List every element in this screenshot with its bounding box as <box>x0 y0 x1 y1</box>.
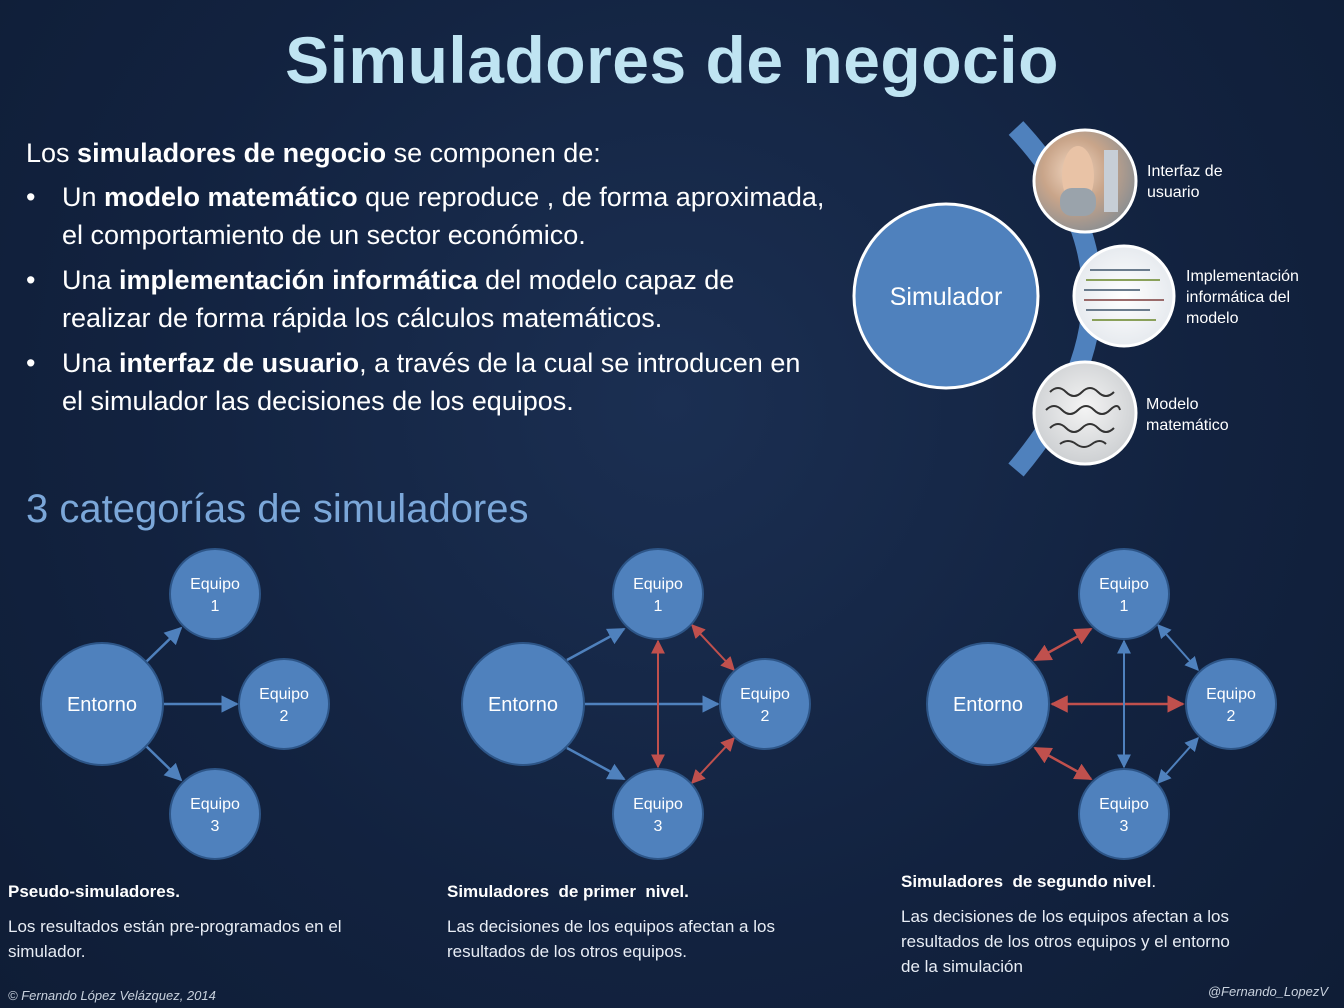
entorno-node <box>926 642 1050 766</box>
arrow-entorno-equipo3 <box>566 746 626 781</box>
twitter-handle: @Fernando_LopezV <box>1207 984 1328 999</box>
simulator-node-label: Simulador <box>890 283 1003 311</box>
arrow-equipo1-equipo2 <box>1157 623 1199 672</box>
page-title: Simuladores de negocio <box>285 23 1059 97</box>
component-label-modelo: Modelo matemático <box>1146 396 1229 434</box>
category2-title: Simuladores de primer nivel. <box>447 882 689 901</box>
equipo2-node <box>1185 658 1277 750</box>
component-label-interfaz: Interfaz de usuario <box>1147 163 1227 201</box>
equipo1-node <box>169 548 261 640</box>
component-label-implementacion: Implementación informática del modelo <box>1186 268 1303 327</box>
arrow-equipo3-equipo2 <box>691 736 735 785</box>
equipo2-node <box>719 658 811 750</box>
entorno-label: Entorno <box>67 694 137 716</box>
arrow-equipo1-equipo2 <box>691 623 735 672</box>
category2-description: Las decisiones de los equipos afectan a … <box>447 917 775 961</box>
equipo1-node <box>612 548 704 640</box>
category3-description: Las decisiones de los equipos afectan a … <box>901 907 1230 976</box>
arrow-entorno-equipo1 <box>566 627 626 662</box>
arrow-entorno-equipo3 <box>1033 746 1093 781</box>
category1-description: Los resultados están pre-programados en … <box>8 917 342 961</box>
equipo3-node <box>1078 768 1170 860</box>
category1-title: Pseudo-simuladores. <box>8 882 180 901</box>
arrow-equipo3-equipo2 <box>1157 736 1199 785</box>
equipo2-node <box>238 658 330 750</box>
entorno-node <box>40 642 164 766</box>
entorno-node <box>461 642 585 766</box>
equipo3-node <box>169 768 261 860</box>
interface-photo-icon <box>1032 128 1138 234</box>
intro-lead: Los simuladores de negocio se componen d… <box>26 138 601 168</box>
simulator-node <box>852 202 1040 390</box>
arrow-entorno-equipo3 <box>145 745 183 782</box>
equipo1-node <box>1078 548 1170 640</box>
arrow-entorno-equipo1 <box>145 626 183 663</box>
entorno-label: Entorno <box>488 694 558 716</box>
bullet-modelo: •Un modelo matemático que reproduce , de… <box>26 182 825 250</box>
categories-heading: 3 categorías de simuladores <box>26 487 529 531</box>
bullet-interfaz: •Una interfaz de usuario, a través de la… <box>26 348 801 416</box>
formulas-photo-icon <box>1032 360 1138 466</box>
equipo3-node <box>612 768 704 860</box>
intro-text: Los simuladores de negocio se componen d… <box>26 134 826 427</box>
copyright-footer: © Fernando López Velázquez, 2014 <box>8 988 216 1003</box>
bullet-implementacion: •Una implementación informática del mode… <box>26 265 735 333</box>
component-list: •Un modelo matemático que reproduce , de… <box>26 178 826 420</box>
arrow-entorno-equipo1 <box>1033 627 1093 662</box>
entorno-label: Entorno <box>953 694 1023 716</box>
code-photo-icon <box>1072 244 1176 348</box>
simulator-diagram: Simulador Interfaz de usuario <box>852 121 1303 477</box>
category3-title: Simuladores de segundo nivel. <box>901 872 1157 891</box>
